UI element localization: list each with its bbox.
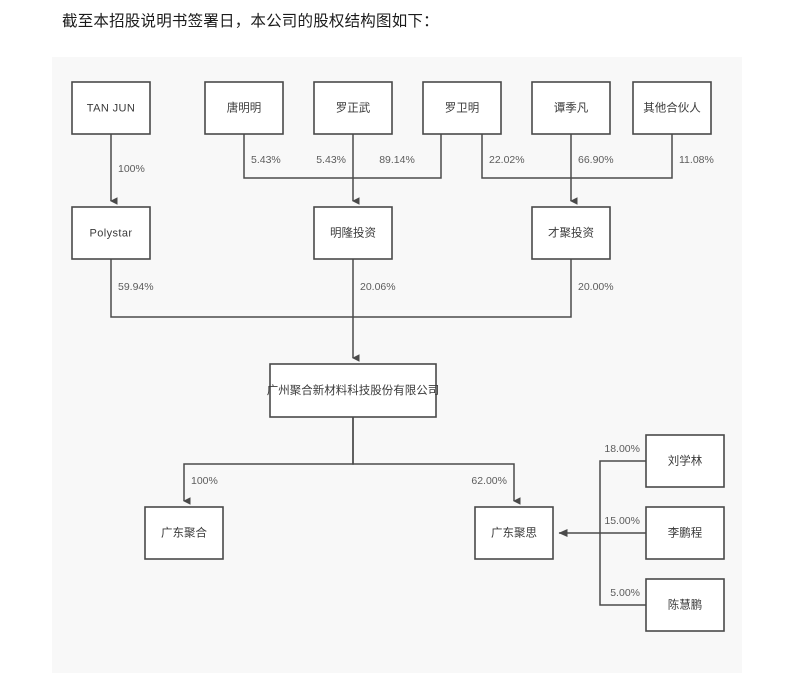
node-tan_jun[interactable]: TAN JUN — [71, 81, 151, 135]
node-box[interactable] — [632, 81, 712, 135]
node-box[interactable] — [313, 206, 393, 260]
node-luo_weiming[interactable]: 罗卫明 — [422, 81, 502, 135]
edge-percent-label: 89.14% — [379, 154, 415, 166]
node-label: 陈慧鹏 — [668, 598, 703, 612]
node-box[interactable] — [313, 81, 393, 135]
node-li_pengcheng[interactable]: 李鹏程 — [645, 506, 725, 560]
node-minglong[interactable]: 明隆投资 — [313, 206, 393, 260]
edge-main_company-to-guangdong_jusi — [352, 417, 521, 505]
node-chen_huipeng[interactable]: 陈慧鹏 — [645, 578, 725, 632]
edge-polystar-to-main_company — [110, 259, 353, 318]
edge-percent-label: 100% — [191, 475, 218, 487]
edge-percent-label: 15.00% — [604, 515, 640, 527]
edge-percent-label: 62.00% — [471, 475, 507, 487]
node-box[interactable] — [474, 506, 554, 560]
node-label: 广东聚思 — [491, 527, 537, 540]
edge-percent-label: 11.08% — [679, 154, 714, 166]
node-box[interactable] — [71, 206, 151, 260]
edge-percent-label: 100% — [118, 163, 145, 175]
edge-percent-label: 20.06% — [360, 281, 396, 293]
edge-luo_weiming-to-caiju — [481, 134, 571, 179]
node-box[interactable] — [645, 434, 725, 488]
edge-main_company-to-guangdong_juhe — [183, 417, 354, 505]
edge-luo_weiming-to-minglong — [353, 134, 442, 179]
node-label: 明隆投资 — [330, 226, 376, 240]
node-label: TAN JUN — [87, 102, 135, 114]
node-caiju[interactable]: 才聚投资 — [531, 206, 611, 260]
node-label: 谭季凡 — [554, 102, 589, 115]
edge-percent-label: 5.43% — [251, 154, 281, 166]
node-other_partner[interactable]: 其他合伙人 — [632, 81, 712, 135]
node-liu_xuelin[interactable]: 刘学林 — [645, 434, 725, 488]
node-label: 其他合伙人 — [643, 101, 701, 115]
node-box[interactable] — [645, 506, 725, 560]
edge-percent-label: 5.43% — [316, 154, 346, 166]
node-polystar[interactable]: Polystar — [71, 206, 151, 260]
edge-caiju-to-main_company — [353, 259, 572, 318]
edge-percent-label: 59.94% — [118, 281, 154, 293]
nodes-layer: TAN JUN 唐明明 罗正武 罗卫明 谭季凡 其他合伙人 Polystar 明隆投资 才聚投资… — [71, 81, 725, 632]
edge-percent-label: 22.02% — [489, 154, 525, 166]
node-box[interactable] — [71, 81, 151, 135]
node-guangdong_juhe[interactable]: 广东聚合 — [144, 506, 224, 560]
node-tan_jifan[interactable]: 谭季凡 — [531, 81, 611, 135]
edge-percent-label: 5.00% — [610, 587, 640, 599]
edge-liu_xuelin-to-guangdong_jusi — [599, 460, 646, 533]
edge-labels-layer: 100% 5.43% 5.43% 89.14% 22.02% 66.90% 11.08% 59… — [118, 154, 714, 599]
node-box[interactable] — [531, 206, 611, 260]
node-label: 唐明明 — [227, 101, 262, 115]
edge-percent-label: 18.00% — [604, 443, 640, 455]
node-label: 罗正武 — [336, 102, 371, 115]
node-label: 广东聚合 — [161, 526, 207, 540]
node-luo_zhengwu[interactable]: 罗正武 — [313, 81, 393, 135]
page-title: 截至本招股说明书签署日，本公司的股权结构图如下： — [62, 13, 439, 30]
node-box[interactable] — [422, 81, 502, 135]
node-label: 刘学林 — [668, 454, 703, 468]
equity-structure-diagram: 100% 5.43% 5.43% 89.14% 22.02% 66.90% 11.08% 59… — [52, 57, 742, 673]
node-box[interactable] — [144, 506, 224, 560]
node-main_company[interactable]: 广州聚合新材料科技股份有限公司 — [267, 363, 440, 418]
node-label: 才聚投资 — [548, 226, 594, 240]
node-box[interactable] — [269, 363, 437, 418]
edge-other_partner-to-caiju — [571, 134, 673, 179]
diagram-canvas: 100% 5.43% 5.43% 89.14% 22.02% 66.90% 11.08% 59… — [71, 81, 725, 632]
edge-chen_huipeng-to-guangdong_jusi — [599, 533, 646, 606]
edges-layer — [110, 134, 673, 606]
edge-percent-label: 20.00% — [578, 281, 614, 293]
edge-percent-label: 66.90% — [578, 154, 614, 166]
node-box[interactable] — [204, 81, 284, 135]
node-box[interactable] — [645, 578, 725, 632]
node-label: 罗卫明 — [445, 102, 480, 115]
node-guangdong_jusi[interactable]: 广东聚思 — [474, 506, 554, 560]
node-box[interactable] — [531, 81, 611, 135]
node-label: 广州聚合新材料科技股份有限公司 — [267, 383, 440, 397]
node-label: Polystar — [90, 227, 133, 239]
edge-tang_mingming-to-minglong — [243, 134, 353, 179]
node-tang_mingming[interactable]: 唐明明 — [204, 81, 284, 135]
node-label: 李鹏程 — [668, 526, 703, 540]
